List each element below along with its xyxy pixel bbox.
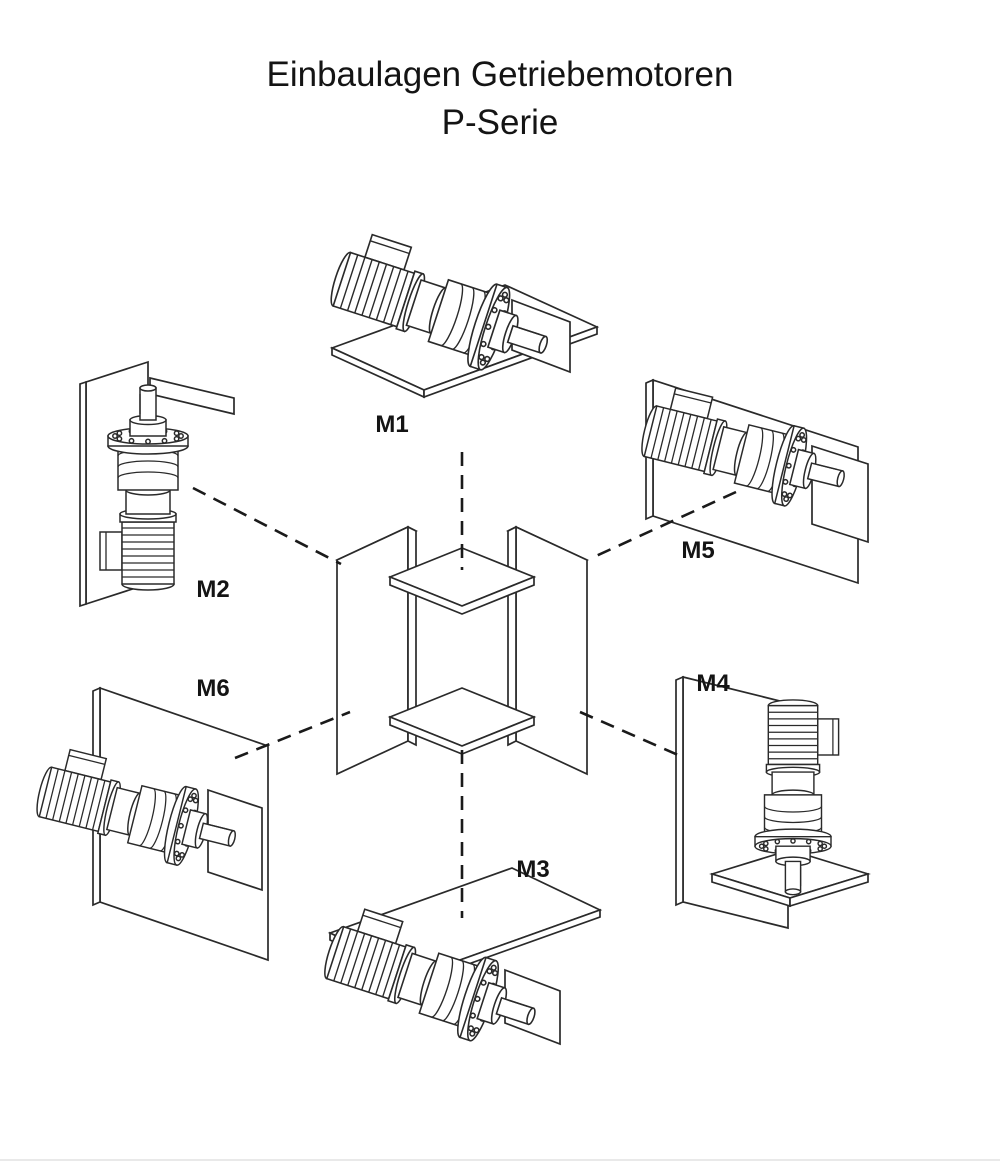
mount-position-m2 — [79, 360, 235, 608]
axis-line-m2 — [192, 486, 342, 566]
position-label-m4: M4 — [696, 670, 730, 697]
center-frame — [335, 525, 589, 776]
m2-arm-plate — [149, 376, 235, 416]
position-label-m6: M6 — [196, 675, 229, 702]
mount-position-m1 — [321, 227, 600, 399]
mount-position-m5 — [634, 378, 869, 585]
axis-line-m4 — [579, 710, 679, 757]
mount-position-m3 — [315, 867, 603, 1058]
axis-line-m6 — [234, 710, 351, 760]
page-title: Einbaulagen Getriebemotoren P-Serie — [267, 55, 734, 142]
mount-position-m6 — [29, 686, 269, 962]
position-label-m3: M3 — [516, 856, 549, 883]
title-line-2: P-Serie — [442, 103, 559, 142]
axis-lines — [192, 452, 737, 918]
title-line-1: Einbaulagen Getriebemotoren — [267, 55, 734, 94]
axis-line-m5 — [595, 490, 737, 558]
position-label-m2: M2 — [196, 576, 229, 603]
position-label-m1: M1 — [375, 411, 408, 438]
mount-position-m4 — [675, 675, 871, 930]
position-label-m5: M5 — [681, 537, 714, 564]
